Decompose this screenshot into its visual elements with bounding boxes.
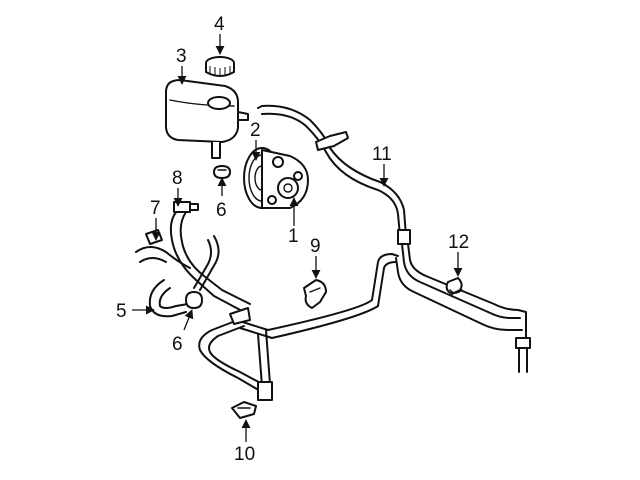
reservoir-cap xyxy=(205,56,235,77)
hose-clamp-lower xyxy=(185,291,203,309)
line-clip-10 xyxy=(231,401,257,419)
line-clip-9 xyxy=(303,279,327,309)
callout-2: 2 xyxy=(250,120,261,141)
cooler-line xyxy=(235,253,399,339)
callout-5: 5 xyxy=(116,301,127,322)
callout-7: 7 xyxy=(150,198,161,219)
lower-loop-line xyxy=(198,307,273,401)
callout-11: 11 xyxy=(372,144,392,165)
power-steering-pump xyxy=(243,147,309,209)
leader-6b xyxy=(183,309,194,331)
hose-clamp-upper xyxy=(213,165,231,179)
callout-4: 4 xyxy=(214,14,225,35)
callout-6a: 6 xyxy=(216,200,227,221)
callout-9: 9 xyxy=(310,236,321,257)
callout-3: 3 xyxy=(176,46,187,67)
return-hose-8 xyxy=(169,201,251,313)
suction-hose xyxy=(135,229,220,318)
callout-10: 10 xyxy=(234,444,255,465)
callout-6b: 6 xyxy=(172,334,183,355)
pressure-hose-upper xyxy=(257,104,411,245)
return-lines xyxy=(395,243,531,373)
callout-1: 1 xyxy=(288,226,299,247)
callout-12: 12 xyxy=(448,232,469,253)
callout-8: 8 xyxy=(172,168,183,189)
reservoir xyxy=(165,79,249,159)
line-clip-12 xyxy=(445,277,463,295)
